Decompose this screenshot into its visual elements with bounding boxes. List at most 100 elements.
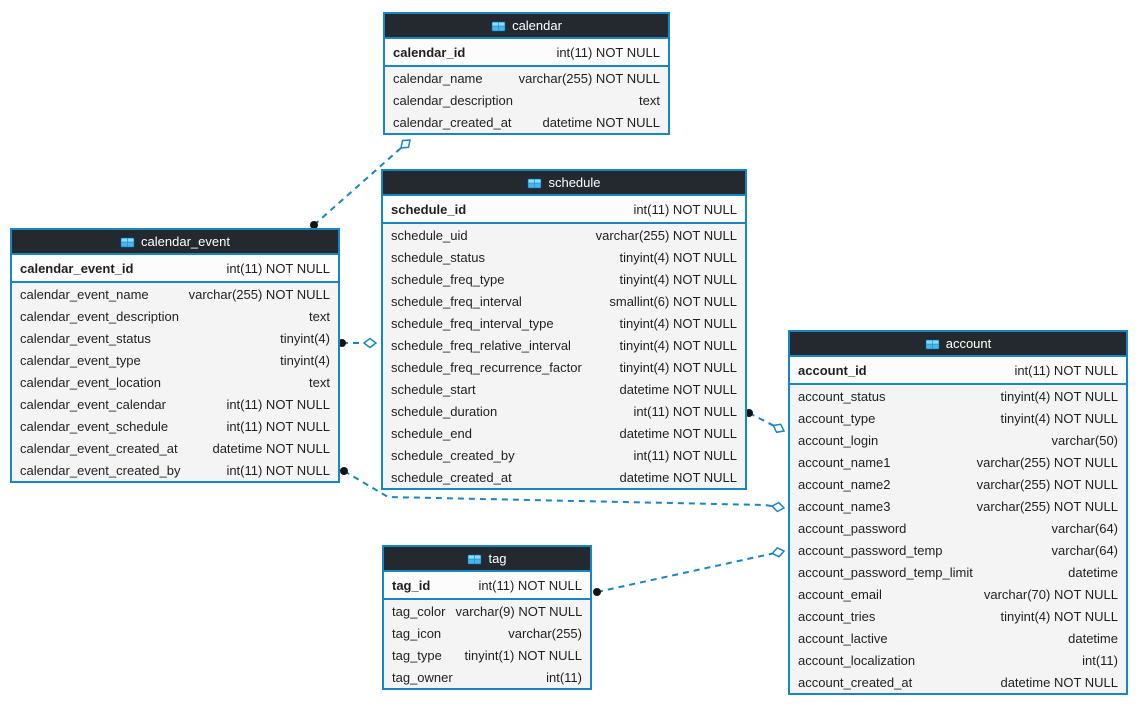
column-type: text — [309, 308, 330, 324]
relation-dot — [338, 339, 346, 347]
column-name: calendar_event_description — [20, 308, 179, 324]
column-name: calendar_event_name — [20, 286, 149, 302]
column-name: calendar_event_created_by — [20, 462, 181, 478]
column-type: tinyint(4) NOT NULL — [1000, 388, 1118, 404]
column-row[interactable]: calendar_event_name varchar(255) NOT NULL — [12, 283, 338, 305]
table-icon — [924, 338, 940, 350]
column-type: datetime NOT NULL — [619, 381, 737, 397]
column-name: calendar_event_calendar — [20, 396, 166, 412]
table-header[interactable]: tag — [384, 547, 590, 572]
primary-key-row[interactable]: account_id int(11) NOT NULL — [790, 357, 1126, 383]
table-header[interactable]: calendar_event — [12, 230, 338, 255]
column-name: schedule_uid — [391, 227, 468, 243]
relation-diamond — [770, 501, 786, 513]
column-name: schedule_freq_type — [391, 271, 505, 287]
table-title: schedule — [548, 175, 601, 190]
table-header[interactable]: calendar — [385, 14, 668, 39]
table-header[interactable]: schedule — [383, 171, 745, 196]
column-type: varchar(255) NOT NULL — [188, 286, 330, 302]
relation-line-calendar_event-account[interactable] — [343, 470, 785, 509]
column-type: tinyint(4) NOT NULL — [619, 271, 737, 287]
table-icon — [120, 236, 136, 248]
column-type: varchar(255) NOT NULL — [595, 227, 737, 243]
column-name: account_id — [798, 362, 867, 378]
column-name: account_password_temp — [798, 542, 943, 558]
column-type: datetime NOT NULL — [619, 469, 737, 485]
column-type: tinyint(4) NOT NULL — [619, 315, 737, 331]
column-name: account_name1 — [798, 454, 891, 470]
column-name: account_password_temp_limit — [798, 564, 973, 580]
column-type: int(11) NOT NULL — [478, 577, 582, 593]
column-type: smallint(6) NOT NULL — [609, 293, 737, 309]
column-name: tag_type — [392, 647, 442, 663]
column-name: calendar_event_location — [20, 374, 161, 390]
column-name: account_name3 — [798, 498, 891, 514]
columns-section: calendar_event_name varchar(255) NOT NULL… — [12, 283, 338, 481]
column-name: calendar_event_id — [20, 260, 134, 276]
primary-key-section: account_id int(11) NOT NULL — [790, 357, 1126, 385]
table-header[interactable]: account — [790, 332, 1126, 357]
table-title: calendar_event — [141, 234, 230, 249]
relation-diamond — [362, 337, 378, 349]
column-name: calendar_description — [393, 92, 513, 108]
relation-line-tag-account[interactable] — [596, 550, 785, 593]
column-row[interactable]: schedule_uid varchar(255) NOT NULL — [383, 224, 745, 246]
column-row[interactable]: schedule_freq_type tinyint(4) NOT NULL — [383, 268, 745, 290]
entity-table[interactable]: account account_id int(11) NOT NULL accou… — [788, 330, 1128, 695]
column-row[interactable]: calendar_event_description text — [12, 305, 338, 327]
column-type: int(11) NOT NULL — [1014, 362, 1118, 378]
column-name: schedule_freq_relative_interval — [391, 337, 571, 353]
column-name: tag_color — [392, 603, 446, 619]
column-name: account_tries — [798, 608, 876, 624]
